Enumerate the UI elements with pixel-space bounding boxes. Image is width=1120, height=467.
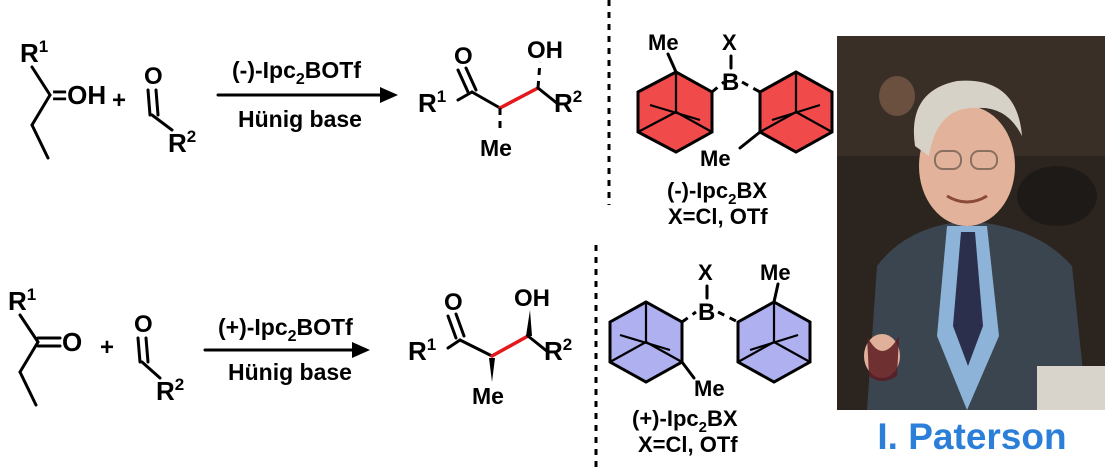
top-ketone-oh-label: =OH xyxy=(52,80,106,110)
bottom-catalyst-b: B xyxy=(698,299,715,326)
top-catalyst-variants: X=Cl, OTf xyxy=(668,204,768,229)
bottom-aldol-product: O R1 R2 OH Me xyxy=(408,285,572,409)
top-aldehyde-r2: R2 xyxy=(168,127,196,158)
top-catalyst-me-left: Me xyxy=(648,30,679,55)
bottom-ketone: R1 O + xyxy=(8,285,114,407)
bottom-arrow-head xyxy=(352,342,370,358)
bottom-catalyst-ipc2bx: X B Me Me (+)-Ipc2BX X=Cl, OTf xyxy=(608,260,812,457)
bottom-aldehyde: O R2 xyxy=(134,311,184,406)
top-aldehyde: O R2 xyxy=(144,63,196,158)
top-arrow-head xyxy=(380,87,398,103)
bottom-catalyst-name: (+)-Ipc2BX xyxy=(632,406,738,436)
top-catalyst-ipc2bx: Me X B Me (-)-Ipc2BX X=Cl, OTf xyxy=(636,30,834,229)
scientist-name-caption: I. Paterson xyxy=(877,416,1067,457)
top-ketone-r1: R1 xyxy=(20,37,48,68)
bottom-reaction-arrow: (+)-Ipc2BOTf Hünig base xyxy=(203,314,370,385)
bottom-product-o: O xyxy=(444,289,463,316)
top-product-r1: R1 xyxy=(418,87,446,118)
bottom-catalyst-me-left: Me xyxy=(694,376,725,401)
top-catalyst-name: (-)-Ipc2BX xyxy=(667,178,767,208)
bottom-reagent-label: (+)-Ipc2BOTf xyxy=(218,314,353,345)
top-catalyst-x: X xyxy=(722,30,737,55)
top-base-label: Hünig base xyxy=(238,106,362,132)
bottom-catalyst-variants: X=Cl, OTf xyxy=(638,432,738,457)
bottom-product-me-wedge xyxy=(489,358,495,382)
top-reaction-arrow: (-)-Ipc2BOTf Hünig base xyxy=(216,57,398,132)
top-aldehyde-o: O xyxy=(144,63,163,90)
top-aldol-product: O R1 R2 OH Me xyxy=(418,37,582,161)
top-catalyst-b: B xyxy=(722,69,739,96)
top-reagent-label: (-)-Ipc2BOTf xyxy=(232,57,361,88)
bottom-plus-sign: + xyxy=(100,334,114,361)
bottom-aldehyde-o: O xyxy=(134,311,153,338)
bottom-base-label: Hünig base xyxy=(228,359,352,385)
top-product-o: O xyxy=(454,43,473,70)
bottom-catalyst-me-right: Me xyxy=(760,260,791,285)
bottom-product-r2: R2 xyxy=(544,335,572,366)
bottom-product-oh-wedge xyxy=(526,310,532,336)
portrait-photo xyxy=(837,36,1105,410)
bottom-product-r1: R1 xyxy=(408,335,436,366)
bottom-ketone-r1: R1 xyxy=(8,285,36,316)
top-ketone-enol: R1 =OH + xyxy=(20,37,126,160)
top-catalyst-me-right: Me xyxy=(700,146,731,171)
top-product-oh: OH xyxy=(527,37,563,64)
top-product-me: Me xyxy=(480,135,512,161)
bottom-catalyst-x: X xyxy=(698,260,713,285)
bottom-product-me: Me xyxy=(472,383,504,409)
bottom-aldehyde-r2: R2 xyxy=(156,375,184,406)
top-product-r2: R2 xyxy=(554,87,582,118)
bottom-ketone-o: O xyxy=(62,327,82,357)
bottom-product-oh: OH xyxy=(514,285,550,312)
top-plus-sign: + xyxy=(112,87,126,114)
